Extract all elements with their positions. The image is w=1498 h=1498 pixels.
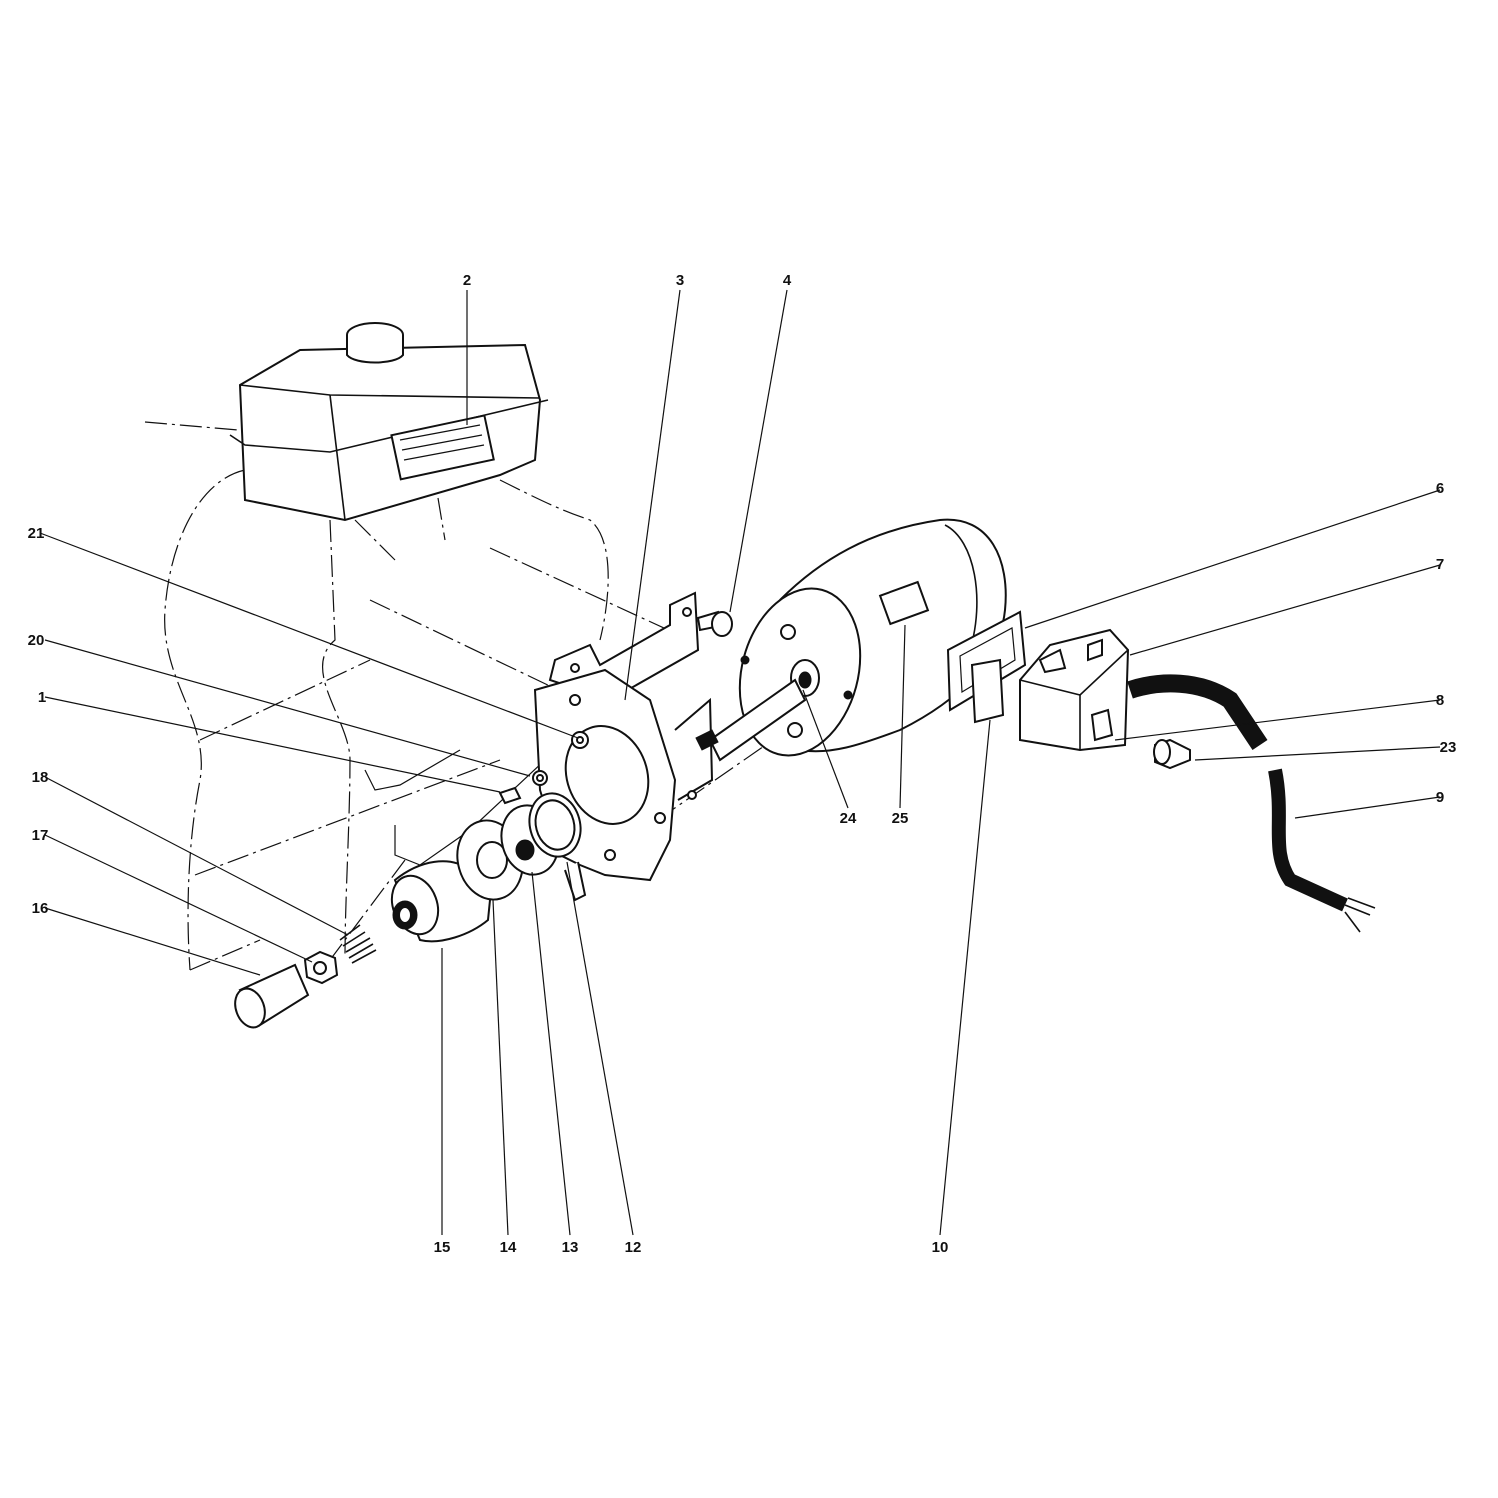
- switch-box: [946, 610, 1130, 752]
- leader-lines: [39, 289, 1441, 1236]
- callout-10: 10: [932, 1239, 949, 1256]
- callout-25: 25: [892, 810, 909, 827]
- callout-14: 14: [500, 1239, 517, 1256]
- callout-21: 21: [28, 525, 45, 542]
- cap: [234, 963, 310, 1029]
- fuel-tank: [229, 322, 549, 522]
- button-cap: [1153, 738, 1191, 770]
- callout-16: 16: [32, 900, 49, 917]
- nut: [303, 950, 339, 985]
- callout-9: 9: [1436, 789, 1444, 806]
- callout-labels: 2 3 4 6 7 8 23 9 21 20 1 18 17 16 24 25 …: [28, 272, 1457, 1256]
- callout-8: 8: [1436, 692, 1444, 709]
- bolt: [696, 610, 733, 637]
- callout-6: 6: [1436, 480, 1444, 497]
- callout-13: 13: [562, 1239, 579, 1256]
- callout-18: 18: [32, 769, 49, 786]
- callout-12: 12: [625, 1239, 642, 1256]
- callout-3: 3: [676, 272, 684, 289]
- callout-24: 24: [840, 810, 857, 827]
- fasteners: [498, 731, 589, 805]
- power-cord: [1127, 674, 1376, 933]
- callout-15: 15: [434, 1239, 451, 1256]
- callout-7: 7: [1436, 556, 1444, 573]
- spring: [339, 924, 377, 964]
- callout-17: 17: [32, 827, 49, 844]
- adapter-plate: [533, 668, 714, 902]
- ring: [528, 792, 582, 858]
- callout-23: 23: [1440, 739, 1457, 756]
- callout-4: 4: [783, 272, 792, 289]
- callout-1: 1: [38, 689, 46, 706]
- callout-20: 20: [28, 632, 45, 649]
- callout-2: 2: [463, 272, 471, 289]
